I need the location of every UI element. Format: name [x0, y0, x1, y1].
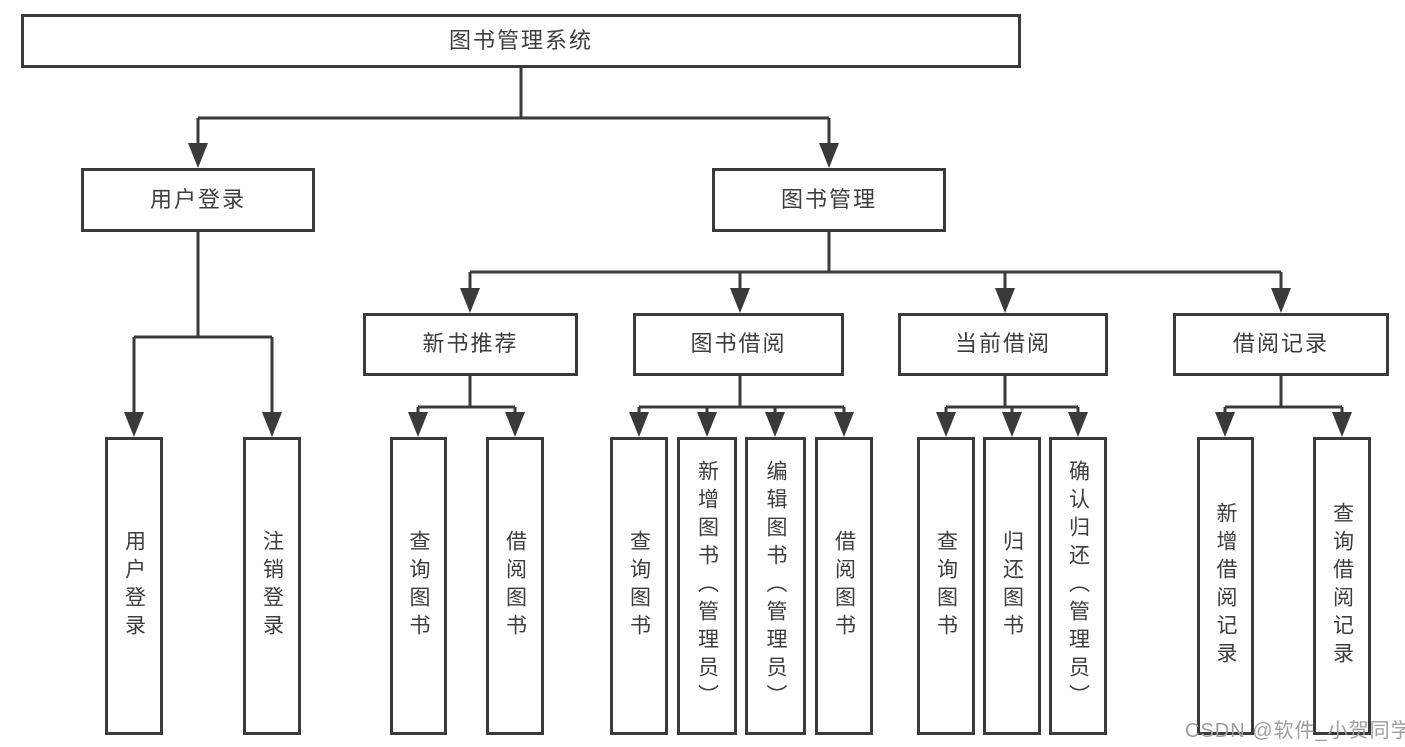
node-new-book-recommend: 新书推荐 — [363, 313, 578, 376]
leaf-user-login: 用户登录 — [105, 437, 163, 735]
leaf-logout: 注销登录 — [243, 437, 301, 735]
node-book-borrow: 图书借阅 — [633, 313, 844, 376]
leaf-add-book-admin: 新增图书（管理员） — [677, 437, 737, 735]
leaf-borrow-books-recommend: 借阅图书 — [486, 437, 544, 735]
leaf-confirm-return-admin: 确认归还（管理员） — [1049, 437, 1107, 735]
csdn-watermark: CSDN @软件_小贺同学 — [1185, 720, 1405, 742]
leaf-query-books-current: 查询图书 — [917, 437, 975, 735]
node-root-system: 图书管理系统 — [21, 14, 1021, 68]
leaf-borrow-books: 借阅图书 — [815, 437, 873, 735]
leaf-add-borrow-record: 新增借阅记录 — [1197, 437, 1254, 735]
leaf-query-borrow-record: 查询借阅记录 — [1313, 437, 1371, 735]
leaf-query-books-recommend: 查询图书 — [390, 437, 447, 735]
node-user-login-branch: 用户登录 — [81, 168, 315, 232]
leaf-edit-book-admin: 编辑图书（管理员） — [745, 437, 806, 735]
leaf-return-books: 归还图书 — [983, 437, 1041, 735]
node-book-management-branch: 图书管理 — [712, 168, 946, 232]
node-borrow-records: 借阅记录 — [1173, 313, 1389, 376]
node-current-borrow: 当前借阅 — [898, 313, 1108, 376]
leaf-query-books-borrow: 查询图书 — [610, 437, 668, 735]
